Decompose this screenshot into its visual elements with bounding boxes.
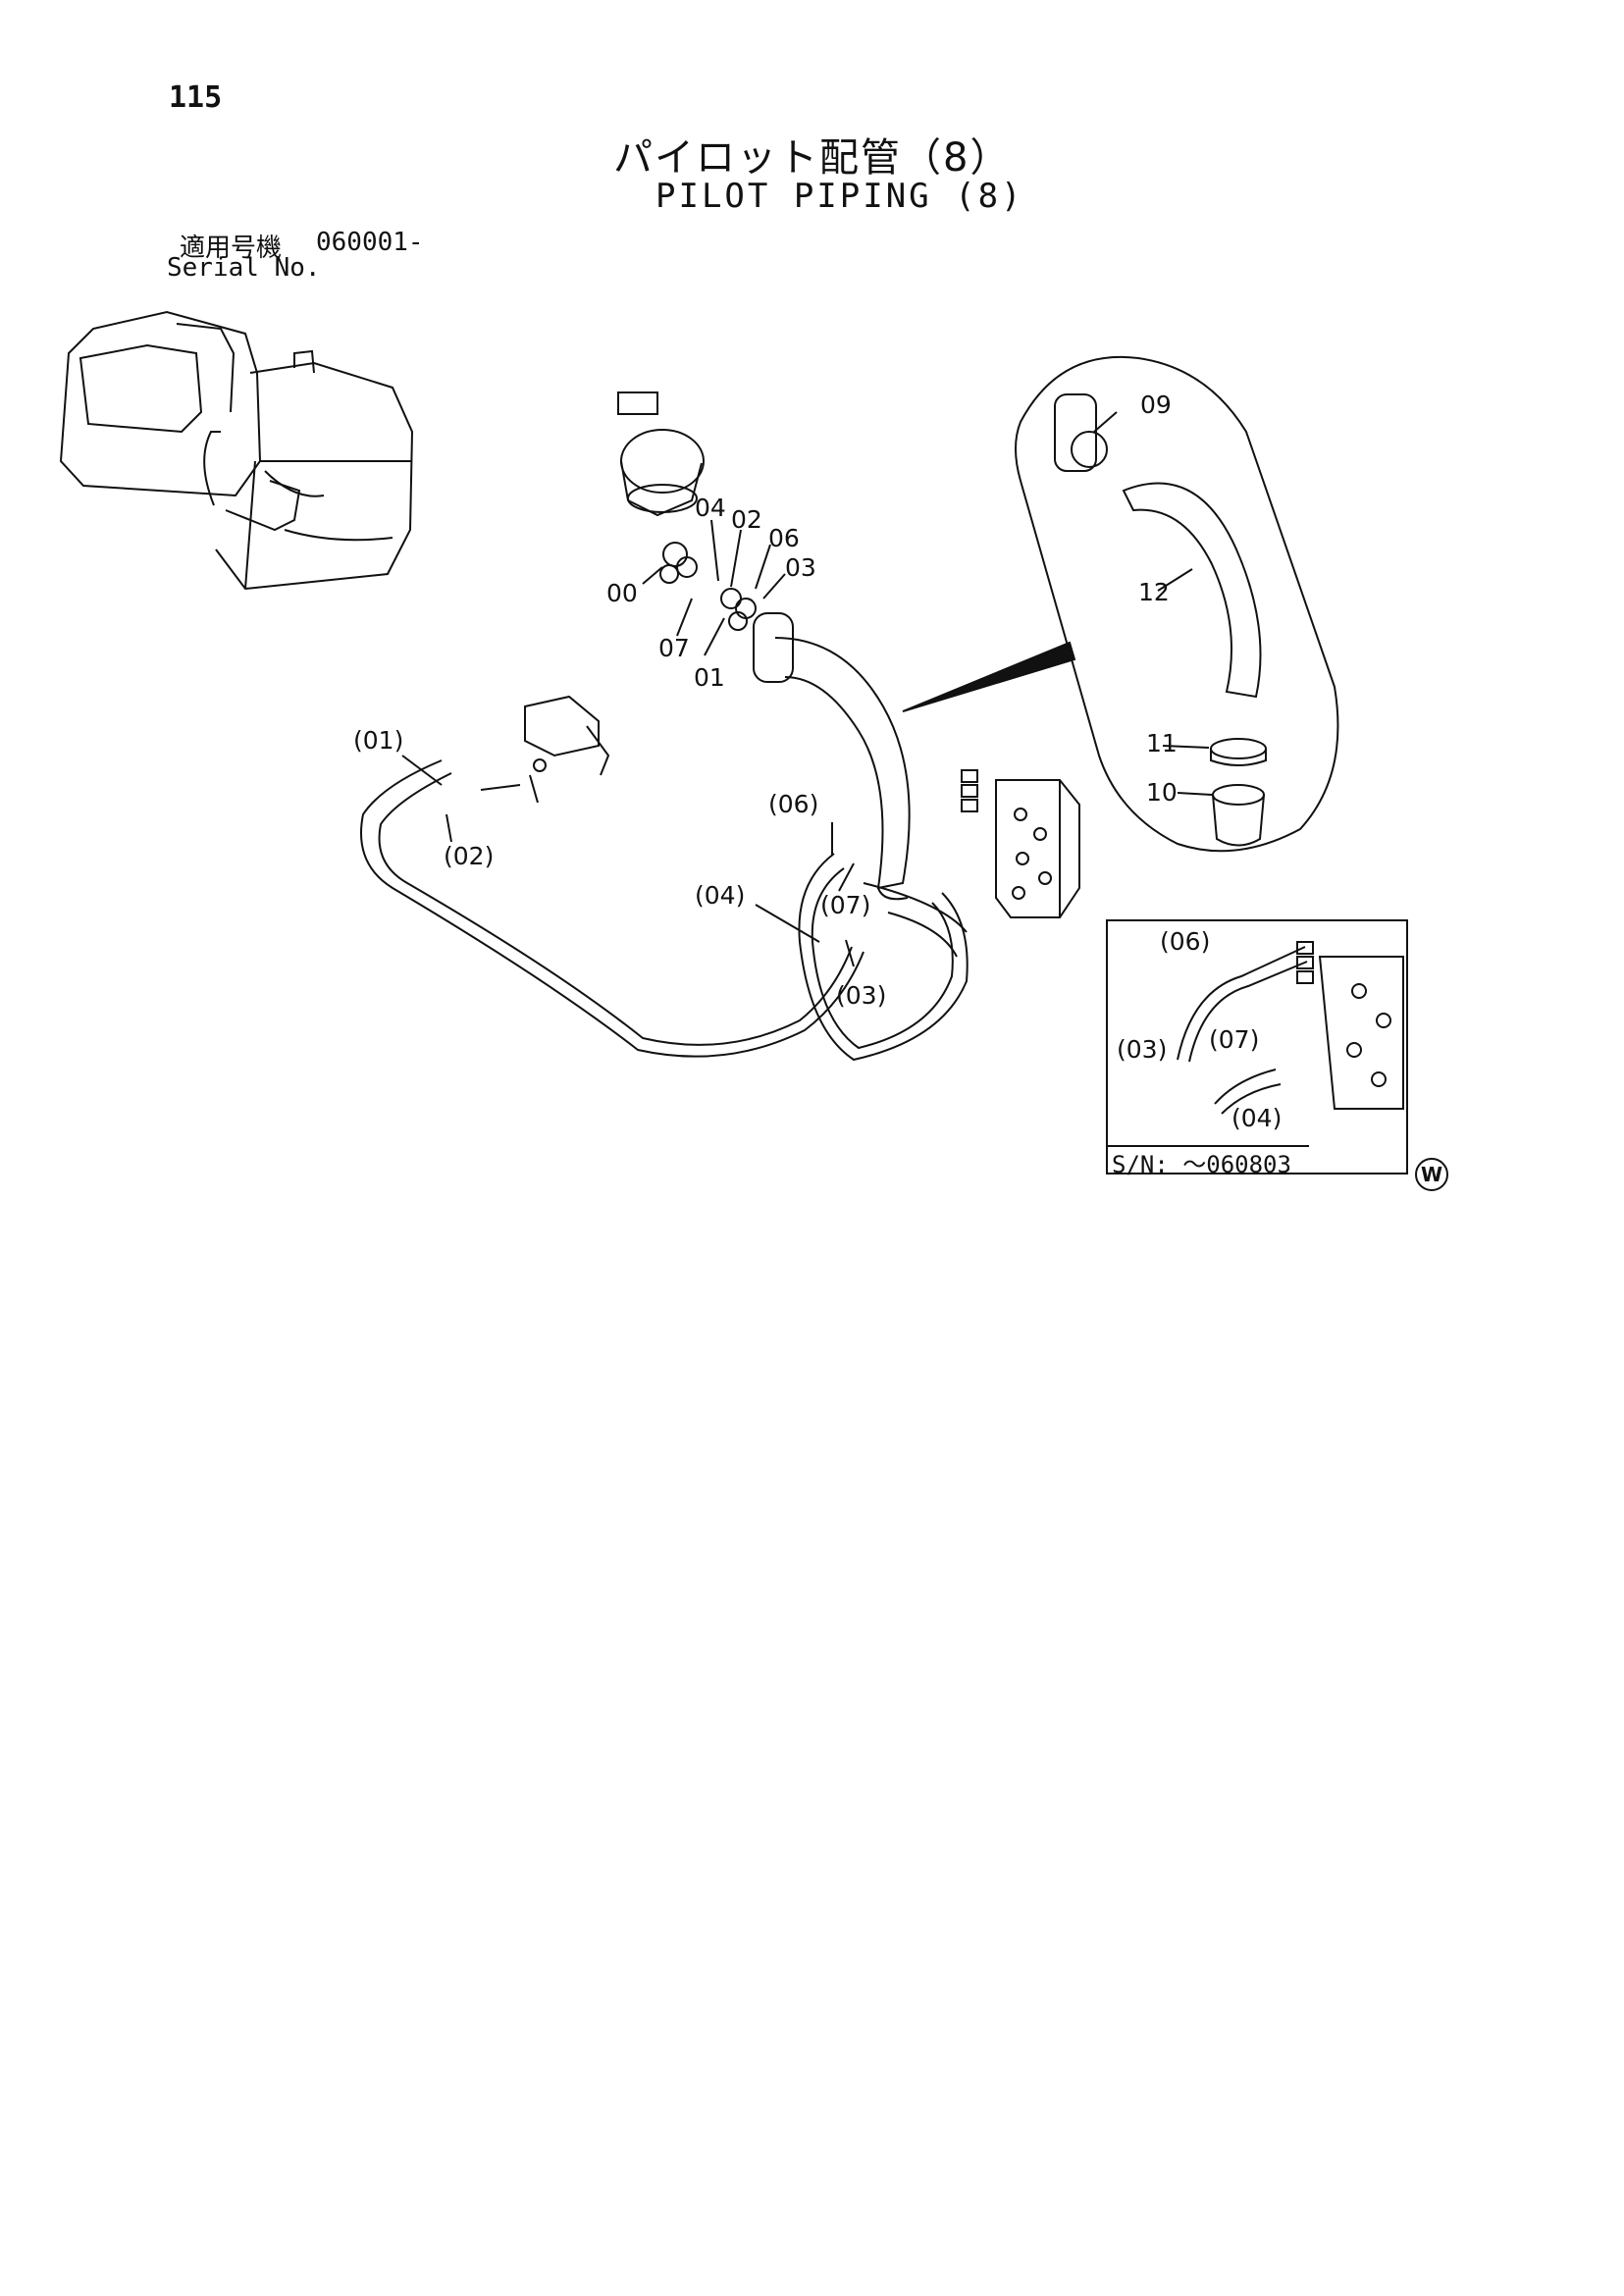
inset-callout-06: (06) xyxy=(1160,927,1211,956)
callout-09: 09 xyxy=(1140,391,1172,419)
callout-03: 03 xyxy=(785,553,816,582)
callout-02-paren: (02) xyxy=(444,842,495,870)
pilot-valve-illustration xyxy=(617,391,705,517)
hose-sleeve xyxy=(753,612,911,901)
page-title-english: PILOT PIPING (8) xyxy=(655,177,1024,216)
serial-label-japanese: 適用号機 xyxy=(180,234,283,263)
callout-12: 12 xyxy=(1138,578,1170,606)
inset-callout-07: (07) xyxy=(1209,1025,1260,1054)
callout-04-paren: (04) xyxy=(695,881,746,910)
callout-06: 06 xyxy=(768,524,800,552)
excavator-overview-illustration xyxy=(59,310,414,591)
callout-06-paren: (06) xyxy=(768,790,819,818)
callout-07: 07 xyxy=(658,634,690,662)
callout-02: 02 xyxy=(731,505,762,534)
page-number: 115 xyxy=(169,80,223,115)
callout-07-paren: (07) xyxy=(820,891,871,919)
callout-10: 10 xyxy=(1146,778,1178,807)
w-mark-icon: W xyxy=(1415,1158,1448,1191)
serial-label-english: Serial No. xyxy=(167,253,321,283)
callout-04: 04 xyxy=(695,494,726,522)
inset-detail-box xyxy=(1106,919,1408,1174)
callout-01: 01 xyxy=(694,663,725,692)
page-title-japanese: パイロット配管（8） xyxy=(613,135,1012,181)
inset-serial-note: S/N: ～060803 xyxy=(1112,1151,1291,1178)
serial-range: 060001- xyxy=(316,228,424,257)
inset-callout-03: (03) xyxy=(1117,1035,1168,1064)
callout-11: 11 xyxy=(1146,729,1178,757)
hose-routing xyxy=(360,759,969,1062)
inset-callout-04: (04) xyxy=(1231,1104,1283,1132)
fittings-cluster xyxy=(659,542,757,631)
detail-callout-outline xyxy=(1015,355,1339,853)
callout-00: 00 xyxy=(606,579,638,607)
control-valve-block xyxy=(961,769,1080,918)
shuttle-block xyxy=(480,695,610,804)
callout-01-paren: (01) xyxy=(353,726,404,755)
callout-03-paren: (03) xyxy=(836,981,887,1010)
